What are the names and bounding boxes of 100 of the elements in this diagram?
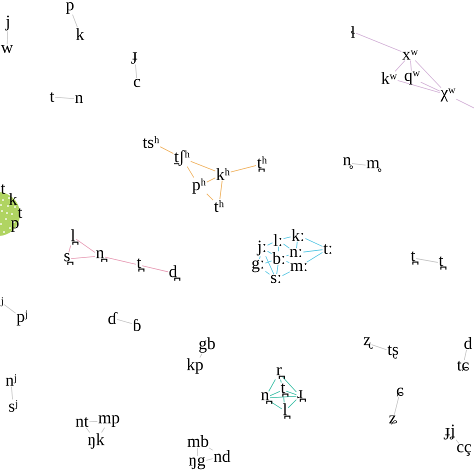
connector-line (282, 376, 297, 392)
connector-line (394, 60, 406, 72)
phoneme-label: ɗ (108, 312, 118, 324)
connector-line (196, 447, 198, 456)
connector-line (101, 427, 106, 433)
connector-line (230, 165, 256, 172)
connector-line (464, 349, 467, 360)
connector-line (283, 244, 290, 249)
connector-line (268, 379, 276, 392)
phoneme-label: sʲ (9, 400, 18, 412)
phoneme-label: ʑ (389, 416, 397, 424)
phoneme-label: mp (98, 415, 120, 427)
connector-line (142, 265, 168, 272)
connector-line (206, 177, 216, 183)
phoneme-label: gb (199, 337, 215, 353)
connector-line (259, 256, 261, 260)
phoneme-label: t̪ (438, 256, 446, 270)
connector-line (410, 60, 412, 72)
connector-line (356, 32, 402, 52)
phoneme-label: t̪ (410, 251, 418, 265)
connector-line (276, 264, 278, 275)
connector-line (206, 193, 214, 201)
connector-line (11, 386, 13, 400)
connector-line (283, 397, 285, 403)
phoneme-label: n̪ (261, 392, 272, 404)
phoneme-label: t̪ (136, 258, 144, 272)
phoneme-label: d̪ (169, 265, 180, 281)
phoneme-label: mː (290, 263, 307, 271)
connector-line (190, 161, 216, 172)
phoneme-label: sː (271, 274, 280, 284)
phoneme-label: ɟ (131, 52, 138, 64)
phoneme-label: j (5, 16, 9, 30)
phoneme-label: nʲ (6, 374, 16, 386)
phoneme-label: ɹ̪ (297, 390, 306, 402)
connector-line (6, 30, 8, 45)
phoneme-label: ɓ (134, 318, 141, 332)
connector-line (206, 458, 214, 461)
phoneme-label: ʐ (364, 337, 373, 349)
connector-line (54, 96, 74, 100)
connector-line (394, 396, 400, 416)
phoneme-label: c (134, 78, 140, 88)
connector-line (76, 238, 96, 253)
phoneme-label: n̥ (343, 157, 353, 169)
connector-line (160, 146, 174, 154)
connector-line (352, 163, 366, 166)
phoneme-label: xʷ (402, 50, 418, 60)
connector-line (371, 344, 387, 350)
phoneme-label: kʰ (216, 168, 230, 180)
phoneme-label: s̪ (64, 253, 74, 265)
phoneme-label: pʰ (192, 178, 206, 194)
phoneme-label: ŋg (188, 456, 206, 470)
connector-line (283, 236, 291, 240)
connector-line (416, 258, 438, 263)
phoneme-label: n (75, 95, 83, 103)
connector-line (116, 319, 132, 324)
phoneme-label: m̥ (366, 160, 382, 172)
connector-line (265, 260, 272, 264)
connector-line (456, 439, 460, 444)
connector-line (270, 391, 280, 396)
phoneme-label: t̠ʃʰ (174, 150, 190, 166)
connector-line (286, 390, 297, 396)
phoneme-label: l̪ (282, 403, 290, 419)
phoneme-label: nd (214, 450, 230, 462)
phoneme-label: mb (188, 435, 208, 447)
connector-line (270, 400, 282, 410)
phoneme-label: nː (290, 249, 302, 257)
connector-line (397, 80, 440, 94)
phoneme-label: lː (274, 234, 282, 246)
connector-line (306, 252, 323, 263)
phoneme-label: bː (272, 252, 284, 264)
phoneme-label: jː (256, 240, 266, 256)
phoneme-label: t̪ (280, 383, 288, 397)
phoneme-label: ɕ (396, 388, 404, 396)
phoneme-label: ɬ (350, 26, 356, 38)
connector-line (219, 180, 223, 200)
phoneme-label: cç (457, 444, 472, 456)
connector-line (420, 82, 440, 92)
connector-line (104, 256, 136, 265)
connector-line (305, 238, 323, 247)
connector-line (286, 260, 290, 263)
connector-line (265, 270, 270, 275)
connector-line (135, 64, 138, 78)
phoneme-label: ŋk (88, 433, 104, 449)
connector-line (4, 304, 16, 314)
connector-line (303, 249, 323, 252)
phoneme-label: qʷ (404, 72, 420, 84)
phoneme-label: r̪ (276, 367, 285, 379)
phoneme-label: w (0, 45, 14, 53)
phoneme-label: l̪ (70, 229, 78, 245)
connector-line (208, 447, 214, 451)
phoneme-label: nt (76, 417, 89, 427)
phoneme-label: t (18, 208, 22, 218)
phoneme-label: t̪ʰ (257, 156, 267, 172)
connector-line (278, 246, 280, 252)
connector-line (414, 60, 442, 88)
connector-line (267, 242, 273, 246)
phoneme-label: kː (292, 229, 304, 241)
connector-line (199, 353, 203, 358)
phoneme-label: ɟʝ (444, 424, 455, 440)
connector-line (267, 250, 272, 254)
